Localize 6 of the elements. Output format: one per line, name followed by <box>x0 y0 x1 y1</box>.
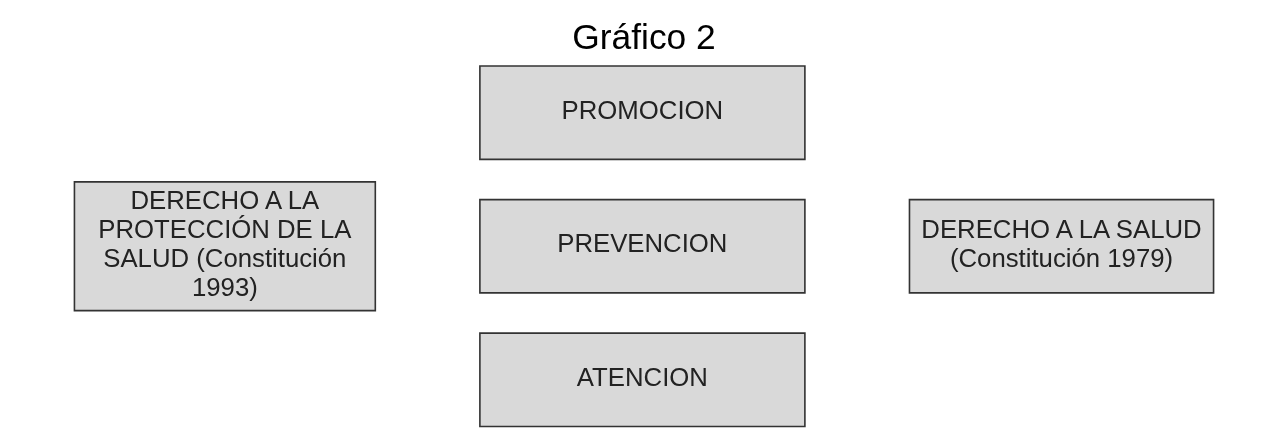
node-box: ATENCION <box>478 332 806 428</box>
node-box: DERECHO A LA PROTECCIÓN DE LA SALUD (Constitución 1993) <box>73 181 376 312</box>
diagram-title: Gráfico 2 <box>571 17 716 57</box>
node-box: DERECHO A LA SALUD (Constitución 1979) <box>908 198 1214 294</box>
node-box: PROMOCION <box>478 65 806 161</box>
node-box: PREVENCION <box>478 198 806 294</box>
